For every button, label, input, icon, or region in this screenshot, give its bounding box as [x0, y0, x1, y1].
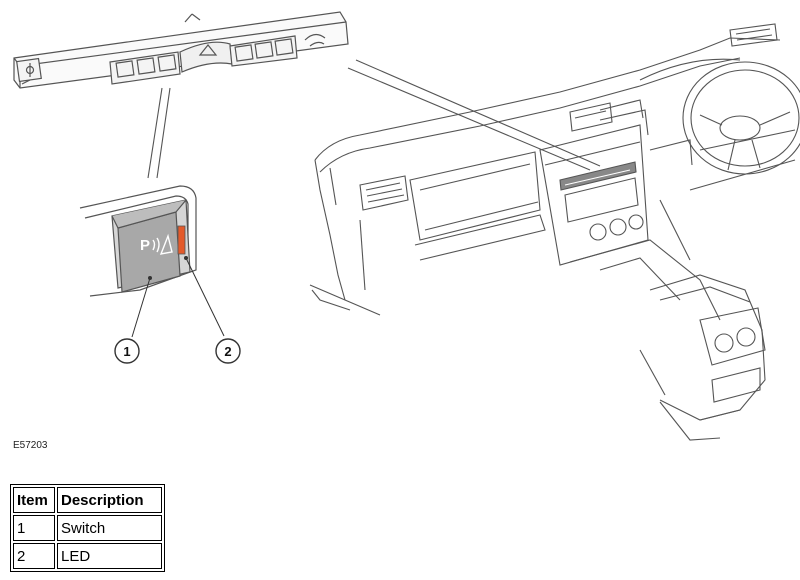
callout-1-label: 1: [123, 344, 130, 359]
location-leader: [347, 59, 601, 171]
callout-1: 1: [114, 338, 140, 364]
legend-item-cell: 2: [13, 543, 55, 569]
leader-lines: [147, 87, 171, 179]
legend-table: Item Description 1 Switch 2 LED: [10, 484, 165, 572]
callout-2-label: 2: [224, 344, 231, 359]
legend-item-cell: 1: [13, 515, 55, 541]
dashboard-illustration: P 1 2: [13, 11, 800, 441]
legend-header-item: Item: [13, 487, 55, 513]
switch-enlarged-view: P: [79, 185, 197, 297]
dashboard-illustration-body: [309, 23, 800, 441]
switch-pack: [13, 11, 349, 89]
legend-header-description: Description: [57, 487, 162, 513]
legend-description-cell: LED: [57, 543, 162, 569]
callout-2: 2: [215, 338, 241, 364]
legend-header-row: Item Description: [13, 487, 162, 513]
legend-description-cell: Switch: [57, 515, 162, 541]
figure-code: E57203: [13, 440, 48, 451]
led-indicator: [177, 225, 186, 255]
table-row: 1 Switch: [13, 515, 162, 541]
switch-p-glyph: P: [140, 237, 150, 254]
callout-leaders: [131, 257, 225, 338]
table-row: 2 LED: [13, 543, 162, 569]
parking-sensor-icon: [152, 233, 173, 255]
